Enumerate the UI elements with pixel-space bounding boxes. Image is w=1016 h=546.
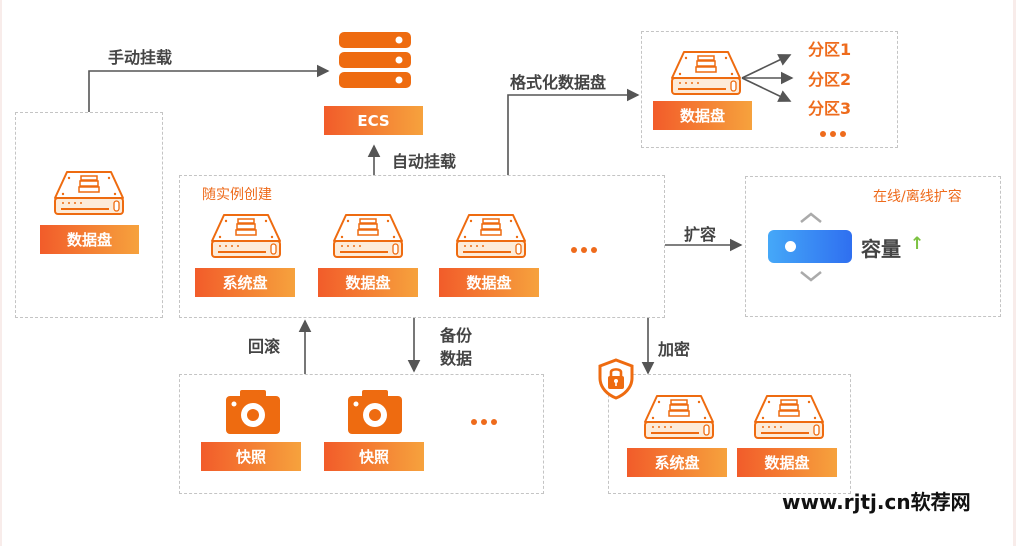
- watermark: www.rjtj.cn软荐网: [782, 490, 971, 514]
- chevron-down-icon: [800, 271, 822, 282]
- encrypted-data-disk-label[interactable]: 数据盘: [737, 448, 837, 477]
- more-dots: [471, 419, 497, 425]
- data-disk-label[interactable]: 数据盘: [318, 268, 418, 297]
- snapshot-label[interactable]: 快照: [324, 442, 424, 471]
- partition-arrow-3: [741, 77, 792, 102]
- server-stack-icon: [339, 32, 411, 88]
- format-disk-label[interactable]: 数据盘: [653, 101, 752, 130]
- partition-arrow-1: [741, 54, 792, 79]
- chevron-up-icon: [800, 212, 822, 223]
- format-label: 格式化数据盘: [510, 73, 607, 92]
- disk-icon: [210, 213, 282, 259]
- instance-group-box: [179, 175, 665, 318]
- snapshot-label[interactable]: 快照: [201, 442, 301, 471]
- disk-icon: [332, 213, 404, 259]
- backup-label-line2: 数据: [440, 349, 473, 368]
- expand-label: 扩容: [684, 225, 717, 244]
- up-arrow-icon: ↑: [910, 234, 925, 254]
- standalone-disk-label[interactable]: 数据盘: [40, 225, 139, 254]
- more-dots: [571, 247, 597, 253]
- partition-3: 分区3: [808, 99, 852, 118]
- expand-group-title: 在线/离线扩容: [873, 189, 962, 205]
- rollback-label: 回滚: [248, 337, 281, 356]
- ecs-label: ECS: [324, 106, 423, 135]
- disk-icon: [643, 394, 715, 440]
- instance-group-title: 随实例创建: [202, 187, 272, 203]
- backup-label-line1: 备份: [440, 326, 473, 345]
- auto-mount-label: 自动挂载: [392, 152, 457, 171]
- manual-mount-arrow: [88, 64, 330, 112]
- partition-2: 分区2: [808, 70, 852, 89]
- encrypt-group-box: [608, 374, 851, 494]
- data-disk-label[interactable]: 数据盘: [439, 268, 539, 297]
- disk-icon: [753, 394, 825, 440]
- camera-icon: [226, 390, 280, 434]
- encrypt-label: 加密: [658, 340, 691, 359]
- left-edge: [0, 0, 2, 546]
- format-group-box: [641, 31, 898, 148]
- manual-mount-label: 手动挂载: [108, 48, 173, 67]
- system-disk-label[interactable]: 系统盘: [195, 268, 295, 297]
- expand-group-box: [745, 176, 1001, 317]
- partition-1: 分区1: [808, 40, 852, 59]
- standalone-disk-box: [15, 112, 163, 318]
- camera-icon: [348, 390, 402, 434]
- shield-lock-icon: [598, 358, 634, 400]
- disk-icon: [670, 50, 742, 96]
- disk-icon: [455, 213, 527, 259]
- capacity-slider[interactable]: [768, 230, 852, 263]
- disk-icon: [53, 170, 125, 216]
- encrypted-system-disk-label[interactable]: 系统盘: [627, 448, 727, 477]
- capacity-label: 容量: [861, 237, 901, 261]
- more-dots: [820, 131, 846, 137]
- slider-handle[interactable]: [785, 241, 796, 252]
- right-edge: [1013, 0, 1016, 546]
- snapshot-group-box: [179, 374, 544, 494]
- format-arrow: [507, 88, 640, 175]
